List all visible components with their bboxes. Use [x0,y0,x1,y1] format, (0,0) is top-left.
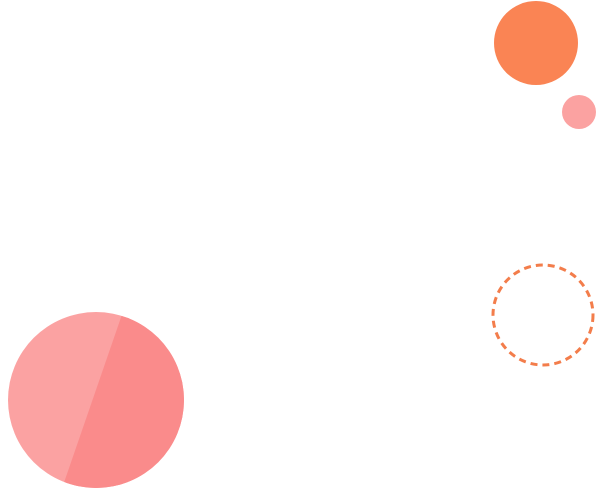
large-circle-dark-half [58,312,184,488]
dashed-orange-circle [491,263,595,367]
small-pink-circle [562,95,596,129]
orange-solid-circle [494,1,578,85]
large-two-tone-pink-circle [8,312,184,488]
